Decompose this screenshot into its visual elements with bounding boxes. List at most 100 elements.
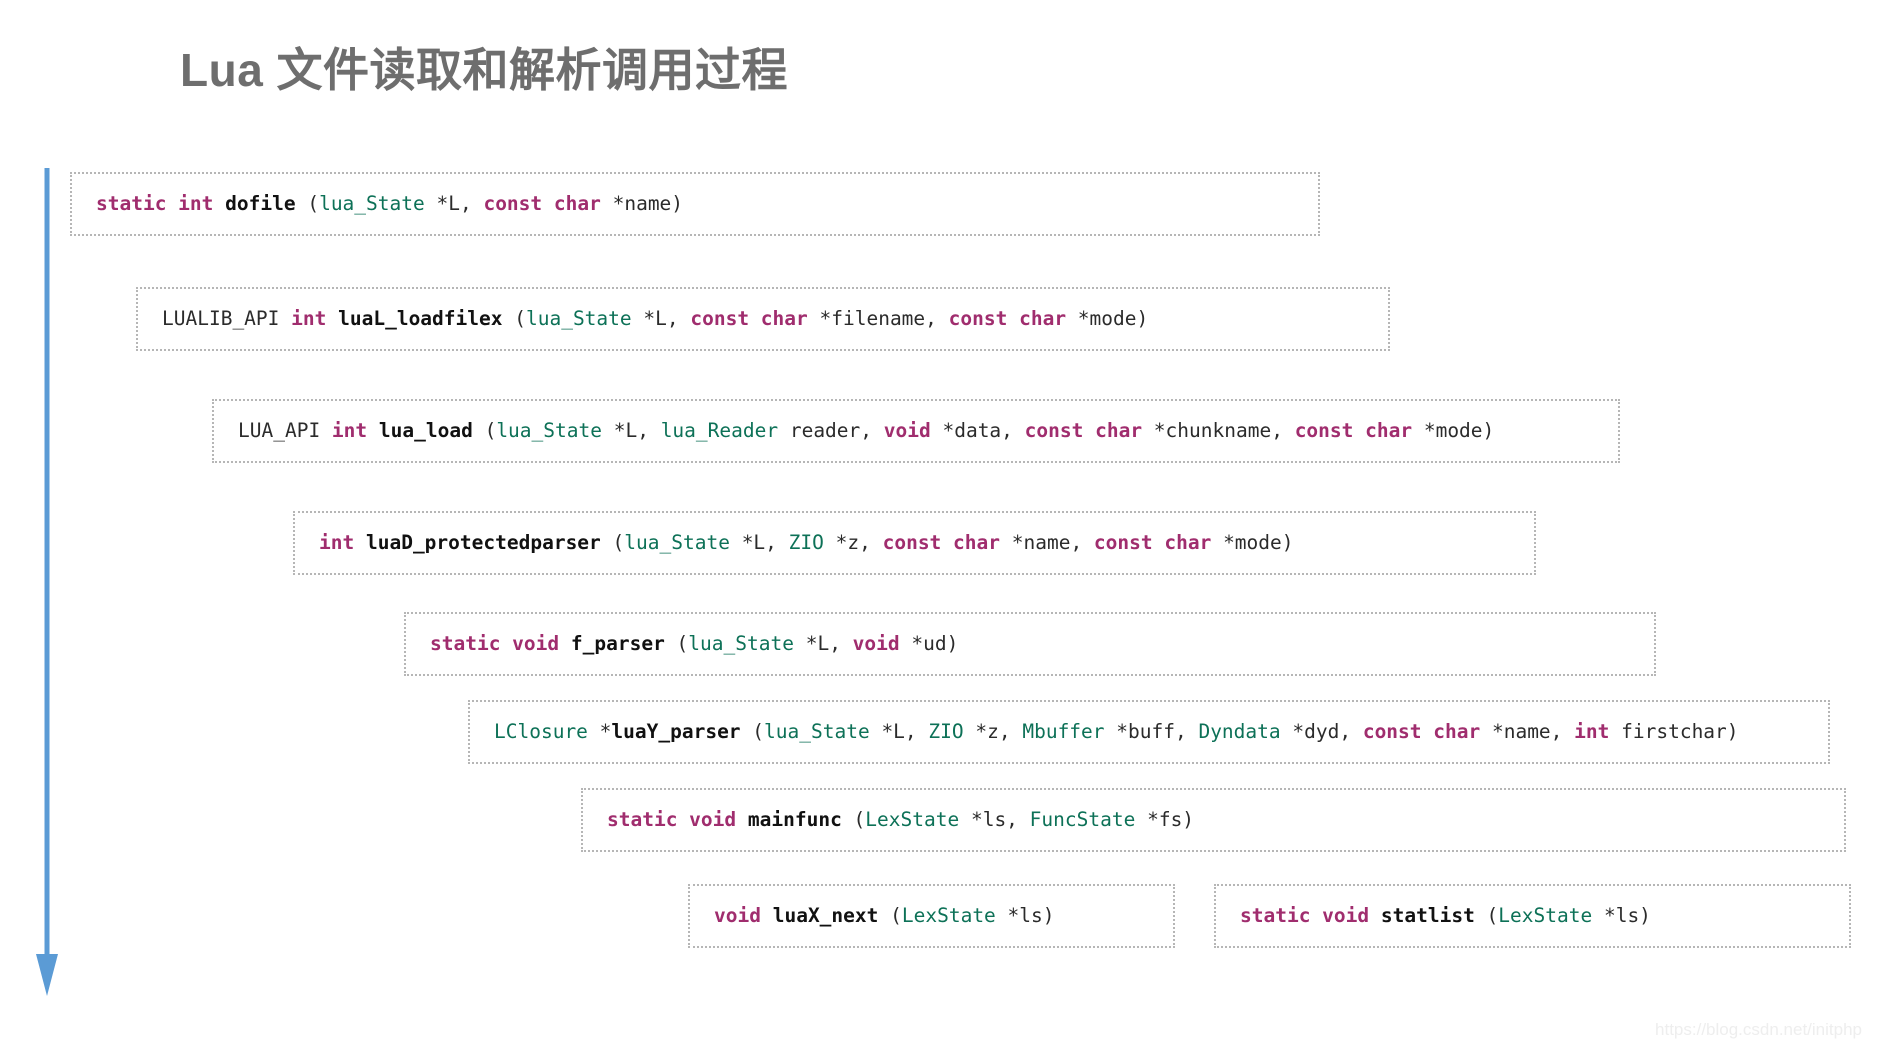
code-token-type: LexState: [865, 808, 960, 832]
watermark: https://blog.csdn.net/initphp: [1655, 1020, 1862, 1039]
code-token-kw: int: [291, 307, 327, 331]
downward-flow-arrow-icon: [36, 168, 58, 996]
code-token-type: LexState: [901, 904, 996, 928]
code-token-plain: *: [587, 720, 612, 744]
code-token-type: lua_State: [764, 720, 870, 744]
code-token-kw: void: [852, 632, 900, 656]
code-token-fn: luaL_loadfilex: [338, 307, 503, 331]
call-frame-f_parser: static void f_parser (lua_State *L, void…: [404, 612, 1656, 676]
code-token-type: lua_State: [624, 531, 730, 555]
code-token-fn: luaX_next: [772, 904, 879, 928]
code-token-kw: const char: [1024, 419, 1143, 443]
code-token-plain: *z,: [823, 531, 883, 555]
code-token-kw: static int: [96, 192, 226, 216]
code-token-plain: LUALIB_API: [162, 307, 292, 331]
function-signature: int luaD_protectedparser (lua_State *L, …: [319, 531, 1294, 554]
code-token-plain: (: [740, 720, 765, 744]
code-token-kw: const char: [1093, 531, 1212, 555]
code-token-plain: firstchar): [1609, 720, 1739, 744]
code-token-fn: mainfunc: [747, 808, 842, 832]
code-token-plain: LUA_API: [238, 419, 332, 443]
code-token-kw: const char: [948, 307, 1067, 331]
code-token-kw: int: [319, 531, 355, 555]
code-token-plain: (: [295, 192, 320, 216]
code-token-kw: const char: [882, 531, 1000, 555]
code-token-plain: (: [664, 632, 689, 656]
code-token-plain: (: [878, 904, 902, 928]
code-token-plain: *fs): [1135, 808, 1195, 832]
code-token-fn: luaY_parser: [611, 720, 741, 744]
function-signature: LClosure *luaY_parser (lua_State *L, ZIO…: [494, 720, 1739, 743]
code-token-plain: *L,: [424, 192, 484, 216]
code-token-kw: int: [331, 419, 368, 443]
code-token-plain: *dyd,: [1280, 720, 1363, 744]
function-signature: LUA_API int lua_load (lua_State *L, lua_…: [238, 419, 1494, 442]
function-signature: static int dofile (lua_State *L, const c…: [96, 192, 683, 215]
code-token-kw: const char: [1294, 419, 1413, 443]
code-token-type: lua_State: [319, 192, 425, 216]
code-token-plain: *name,: [1000, 531, 1094, 555]
code-token-plain: *z,: [963, 720, 1023, 744]
call-frame-mainfunc: static void mainfunc (LexState *ls, Func…: [581, 788, 1846, 852]
code-token-fn: luaD_protectedparser: [365, 531, 601, 555]
call-frame-statlist: static void statlist (LexState *ls): [1214, 884, 1851, 948]
code-token-plain: *ls): [1592, 904, 1651, 928]
code-token-kw: static void: [430, 632, 571, 656]
page-title: Lua 文件读取和解析调用过程: [180, 44, 789, 96]
code-token-plain: [326, 307, 338, 330]
function-signature: LUALIB_API int luaL_loadfilex (lua_State…: [162, 307, 1148, 330]
code-token-plain: *ls,: [959, 808, 1030, 832]
code-token-plain: *ls): [995, 904, 1055, 928]
code-token-fn: f_parser: [570, 632, 665, 656]
code-token-fn: dofile: [225, 192, 296, 216]
code-token-plain: (: [1474, 904, 1499, 928]
code-token-type: FuncState: [1029, 808, 1136, 832]
code-token-plain: *name): [600, 192, 684, 216]
code-token-fn: statlist: [1380, 904, 1475, 928]
call-frame-lua_load: LUA_API int lua_load (lua_State *L, lua_…: [212, 399, 1620, 463]
code-token-plain: *L,: [869, 720, 929, 744]
code-token-plain: *mode): [1412, 419, 1495, 443]
function-signature: void luaX_next (LexState *ls): [714, 904, 1055, 927]
code-token-plain: *filename,: [807, 307, 949, 331]
code-token-plain: (: [600, 531, 625, 555]
code-token-plain: (: [472, 419, 497, 443]
call-frame-dofile: static int dofile (lua_State *L, const c…: [70, 172, 1320, 236]
code-token-plain: *chunkname,: [1142, 419, 1295, 443]
function-signature: static void mainfunc (LexState *ls, Func…: [607, 808, 1194, 831]
function-signature: static void statlist (LexState *ls): [1240, 904, 1651, 927]
code-token-plain: *L,: [729, 531, 789, 555]
call-frame-luaL_loadfilex: LUALIB_API int luaL_loadfilex (lua_State…: [136, 287, 1390, 351]
code-token-plain: reader,: [778, 419, 884, 443]
code-token-plain: *data,: [930, 419, 1025, 443]
code-token-type: lua_State: [525, 307, 632, 331]
code-token-plain: *buff,: [1104, 720, 1199, 744]
code-token-plain: *mode): [1066, 307, 1149, 331]
code-token-kw: const char: [690, 307, 808, 331]
code-token-plain: *L,: [601, 419, 661, 443]
code-token-plain: *L,: [793, 632, 853, 656]
code-token-plain: *name,: [1480, 720, 1575, 744]
code-token-type: ZIO: [788, 531, 824, 555]
code-token-type: lua_State: [688, 632, 794, 656]
code-token-kw: void: [714, 904, 761, 928]
code-token-fn: lua_load: [378, 419, 473, 443]
code-token-plain: (: [841, 808, 866, 832]
call-frame-luaX_next: void luaX_next (LexState *ls): [688, 884, 1175, 948]
code-token-kw: static void: [607, 808, 748, 832]
code-token-type: Dyndata: [1198, 720, 1281, 744]
code-token-plain: *mode): [1211, 531, 1294, 555]
code-token-type: LClosure: [494, 720, 588, 744]
code-token-type: LexState: [1498, 904, 1593, 928]
function-signature: static void f_parser (lua_State *L, void…: [430, 632, 958, 655]
code-token-kw: static void: [1240, 904, 1381, 928]
code-token-kw: void: [883, 419, 931, 443]
call-frame-luaD_protectedparser: int luaD_protectedparser (lua_State *L, …: [293, 511, 1536, 575]
code-token-type: lua_Reader: [660, 419, 779, 443]
code-token-plain: *L,: [631, 307, 691, 331]
code-token-kw: int: [1574, 720, 1610, 744]
call-frame-luaY_parser: LClosure *luaY_parser (lua_State *L, ZIO…: [468, 700, 1830, 764]
code-token-plain: [354, 531, 366, 554]
